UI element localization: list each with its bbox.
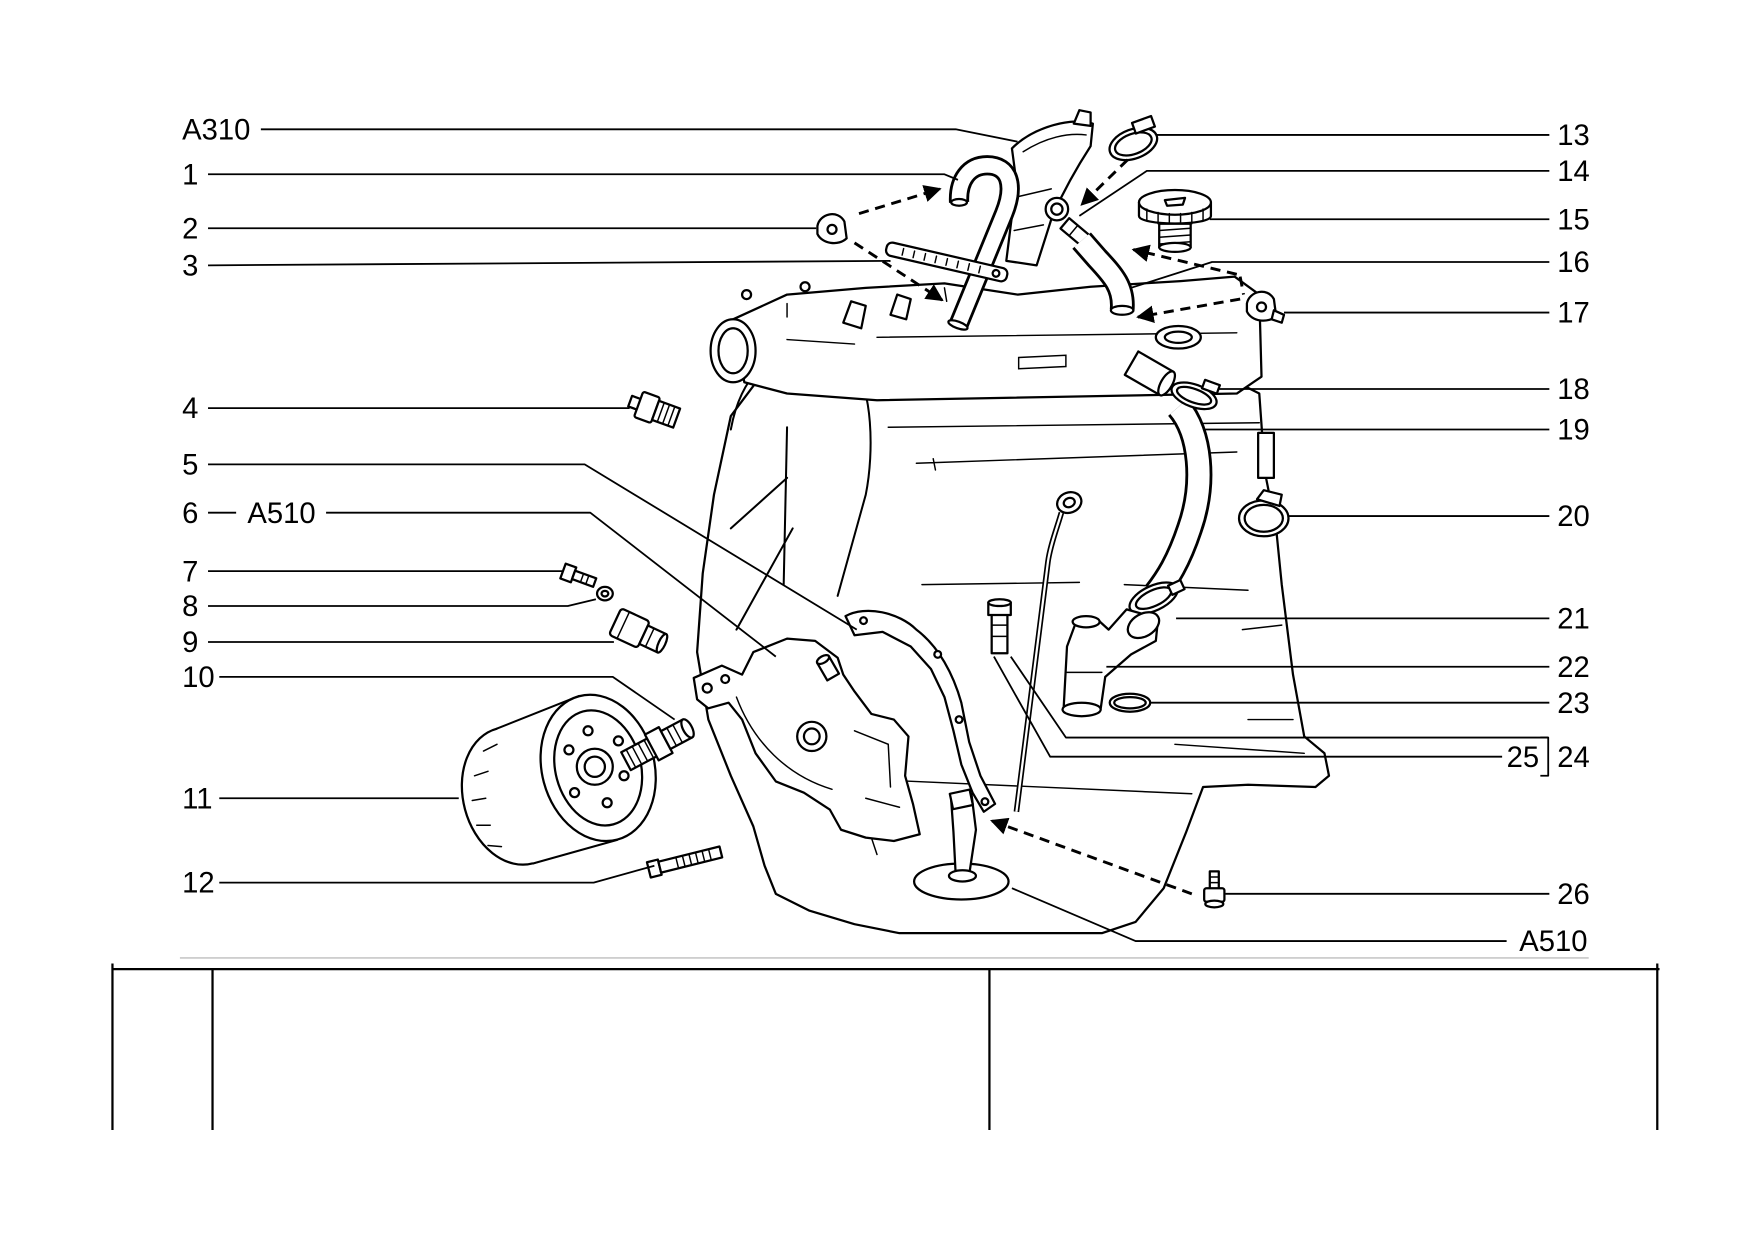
callout-24: 24 bbox=[1557, 742, 1590, 774]
adaptor-10 bbox=[620, 718, 695, 772]
leader-lines bbox=[208, 128, 1550, 942]
dipstick-guide bbox=[987, 598, 1012, 655]
callout-14: 14 bbox=[1557, 156, 1590, 188]
hose-16 bbox=[1072, 232, 1135, 316]
block-stub-pipe bbox=[1257, 431, 1276, 479]
leader-line-8 bbox=[208, 598, 597, 607]
callout-20: 20 bbox=[1557, 501, 1590, 533]
o-ring-23 bbox=[1108, 692, 1152, 713]
callouts-left: A310 1 2 3 4 5 6 A510 7 8 9 10 11 12 bbox=[182, 114, 315, 899]
callout-26: 26 bbox=[1557, 879, 1590, 911]
callouts-right: 13 14 15 16 17 18 19 20 21 22 23 25 24 2… bbox=[1507, 120, 1590, 958]
washer-8 bbox=[595, 585, 614, 602]
breather-hose-1 bbox=[947, 155, 1020, 331]
strap-3 bbox=[884, 241, 1009, 283]
callout-13: 13 bbox=[1557, 120, 1590, 152]
callout-18: 18 bbox=[1557, 374, 1590, 406]
hose-clamp-13 bbox=[1108, 114, 1159, 162]
callout-21: 21 bbox=[1557, 603, 1590, 635]
spark-plug-boss-2 bbox=[889, 293, 912, 321]
assembly-arrows bbox=[853, 158, 1245, 896]
head-stud-1 bbox=[740, 288, 753, 301]
callout-9: 9 bbox=[182, 627, 198, 659]
stud-12 bbox=[645, 845, 724, 879]
y-pipe-22 bbox=[1061, 608, 1161, 718]
leader-line-5 bbox=[208, 463, 858, 631]
leader-line-24 bbox=[1010, 656, 1549, 739]
a310-housing bbox=[1005, 109, 1094, 267]
callout-a510-left: A510 bbox=[247, 498, 315, 530]
bracket-24-25 bbox=[1540, 736, 1550, 777]
oil-filter bbox=[460, 693, 657, 866]
hose-19 bbox=[1145, 398, 1213, 602]
callout-1: 1 bbox=[182, 159, 198, 191]
oil-filler-cap-15 bbox=[1137, 188, 1213, 253]
sensor-9 bbox=[608, 608, 669, 654]
leader-line-12 bbox=[219, 864, 655, 884]
oil-pump-gasket bbox=[844, 609, 997, 813]
callout-7: 7 bbox=[182, 556, 198, 588]
leader-line-a310 bbox=[260, 128, 1018, 143]
callout-25: 25 bbox=[1507, 742, 1540, 774]
bolt-26 bbox=[1203, 870, 1226, 909]
callout-a510-bottom: A510 bbox=[1519, 926, 1587, 958]
leader-line-16 bbox=[1130, 261, 1550, 289]
coolant-outlet-pipe bbox=[1123, 350, 1177, 397]
hose-clamp-18 bbox=[1170, 378, 1221, 411]
callout-15: 15 bbox=[1557, 204, 1590, 236]
sensor-4 bbox=[627, 391, 682, 429]
camshaft-end-cap-inner bbox=[717, 327, 749, 375]
callout-3: 3 bbox=[182, 250, 198, 282]
callout-a310: A310 bbox=[182, 114, 250, 146]
engine-block-outline bbox=[695, 275, 1331, 935]
callout-17: 17 bbox=[1557, 298, 1590, 330]
leader-line-3 bbox=[208, 259, 891, 267]
oil-pump bbox=[692, 637, 921, 843]
callout-4: 4 bbox=[182, 393, 198, 425]
callout-12: 12 bbox=[182, 868, 215, 900]
head-boss-inner bbox=[1163, 330, 1193, 345]
callout-16: 16 bbox=[1557, 247, 1590, 279]
head-stud-2 bbox=[799, 281, 811, 293]
leader-line-25 bbox=[993, 656, 1503, 758]
leader-line-a510-left bbox=[326, 511, 777, 658]
dipstick bbox=[1013, 491, 1083, 813]
leader-line-10 bbox=[219, 675, 676, 721]
oil-strainer bbox=[912, 788, 1010, 901]
callout-11: 11 bbox=[182, 783, 212, 815]
clip-17 bbox=[1245, 290, 1286, 324]
bolt-7 bbox=[559, 562, 598, 588]
hose-clamp-21 bbox=[1128, 578, 1186, 615]
callout-8: 8 bbox=[182, 591, 198, 623]
callout-6: 6 bbox=[182, 498, 198, 530]
spark-plug-boss-1 bbox=[842, 300, 867, 330]
hose-clamp-20 bbox=[1237, 489, 1290, 538]
callout-2: 2 bbox=[182, 213, 198, 245]
head-detail-lines bbox=[786, 287, 1238, 370]
clip-2 bbox=[816, 213, 848, 245]
callout-23: 23 bbox=[1557, 688, 1590, 720]
leader-line-1 bbox=[208, 173, 959, 181]
callout-10: 10 bbox=[182, 662, 215, 694]
callout-22: 22 bbox=[1557, 652, 1590, 684]
callout-5: 5 bbox=[182, 449, 198, 481]
parts-table-frame bbox=[111, 963, 1660, 1130]
callout-19: 19 bbox=[1557, 415, 1590, 447]
leader-line-14 bbox=[1078, 169, 1550, 217]
leader-line-a510-bottom bbox=[1011, 887, 1507, 942]
